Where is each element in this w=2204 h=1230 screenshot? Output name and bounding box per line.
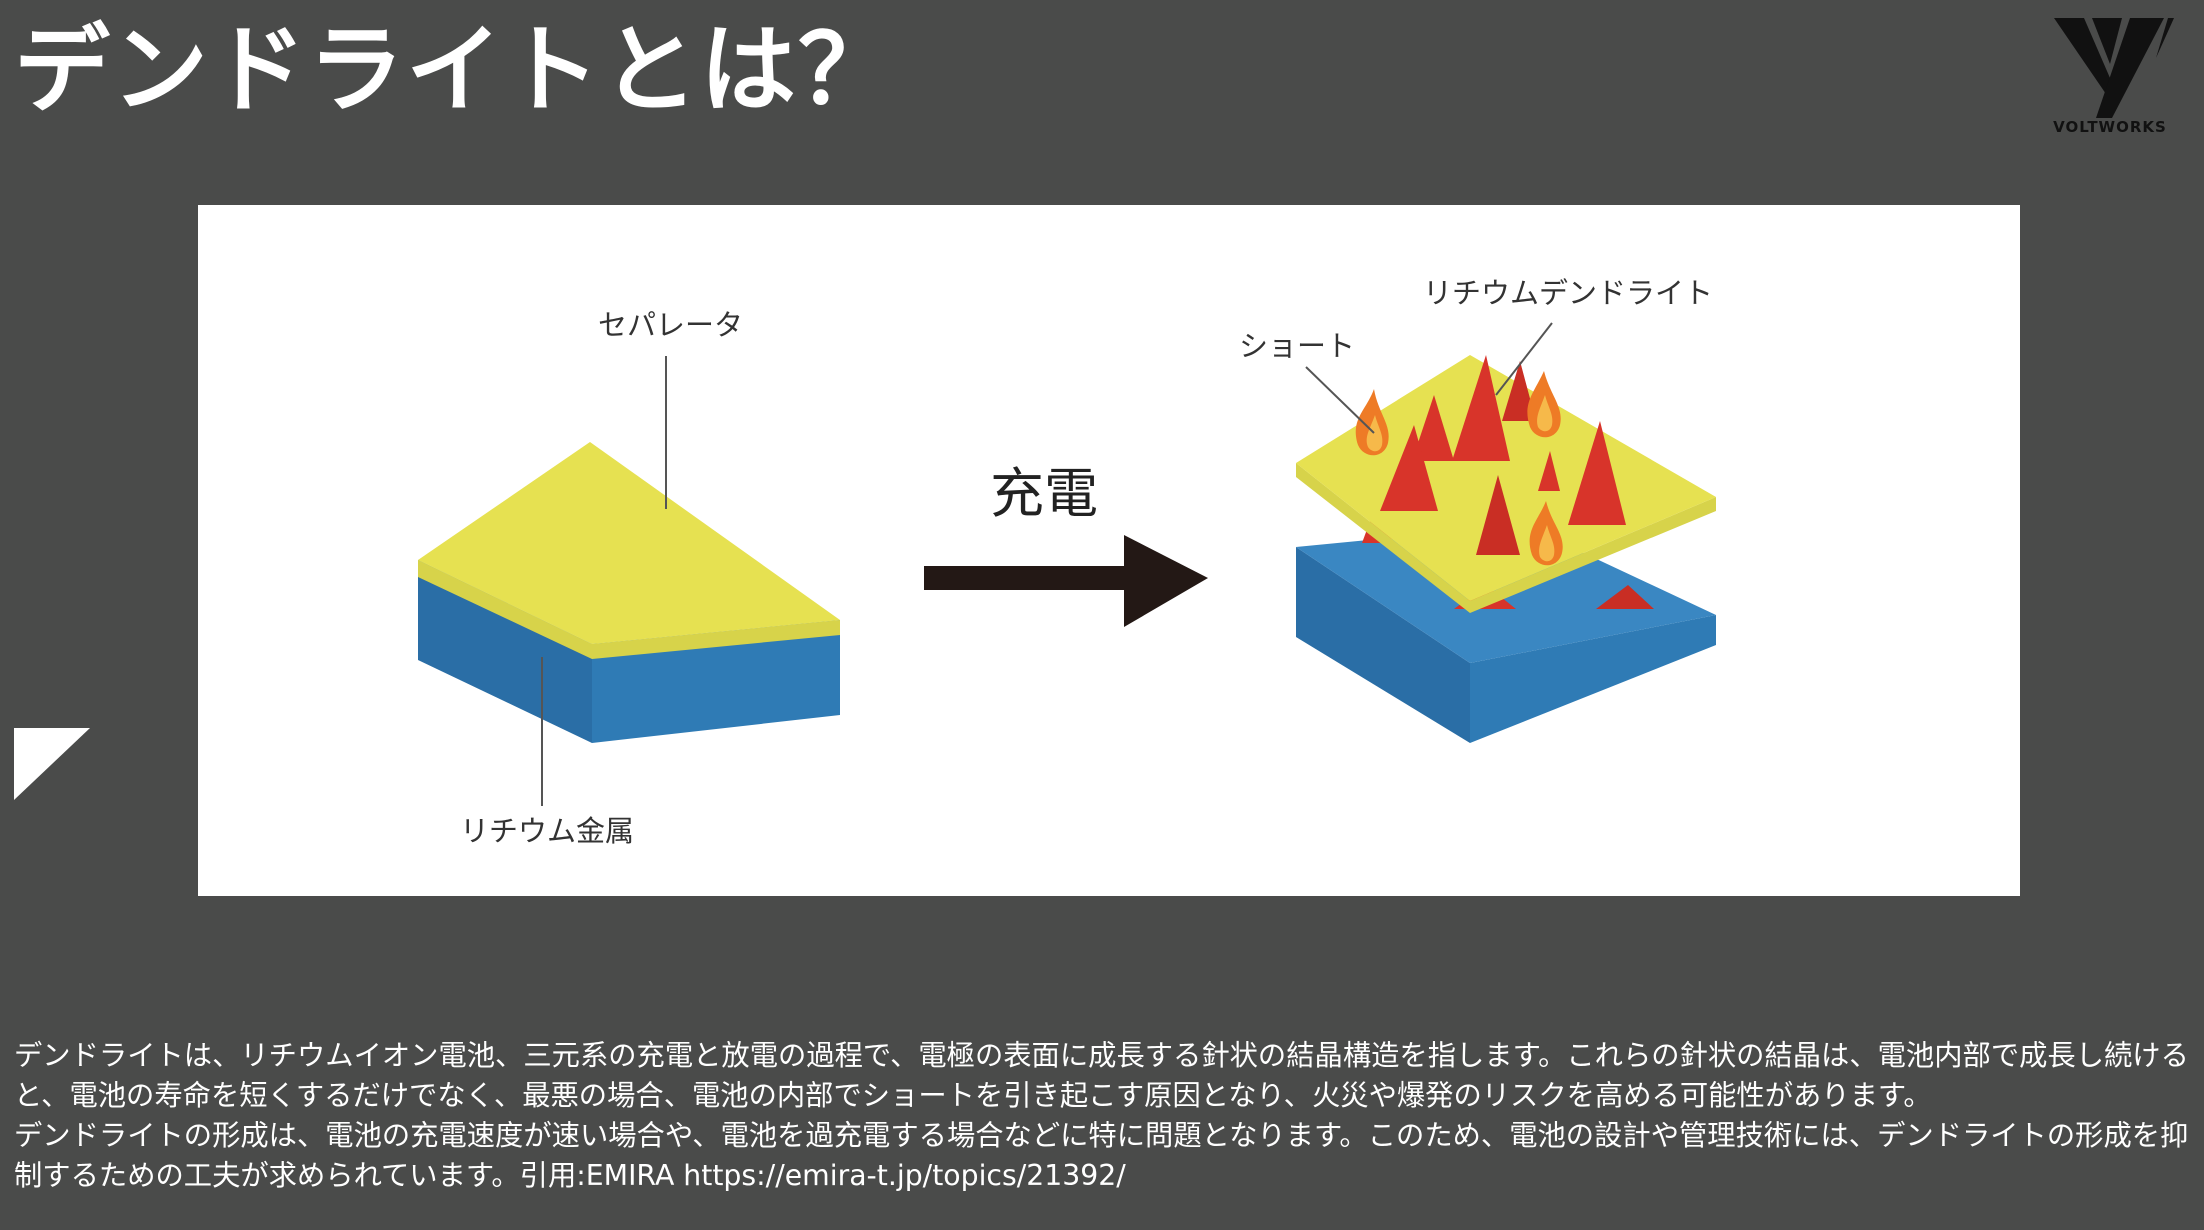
dendrite-diagram: セパレータ リチウム金属 充電 ショート リチウムデンドライト xyxy=(198,205,2020,896)
description-text: デンドライトは、リチウムイオン電池、三元系の充電と放電の過程で、電極の表面に成長… xyxy=(14,1036,2192,1196)
right-battery-stack xyxy=(1296,322,1716,743)
logo-wordmark: VOLTWORKS xyxy=(2053,118,2167,136)
dendrite-diagram-graphic xyxy=(418,322,1716,806)
separator-label: セパレータ xyxy=(598,308,744,342)
dendrite-spikes-upper xyxy=(1380,355,1626,555)
charge-arrow xyxy=(924,535,1208,627)
slide-title: デンドライトとは？ xyxy=(14,14,896,126)
lithium-metal-label: リチウム金属 xyxy=(460,814,635,848)
lithium-dendrite-label: リチウムデンドライト xyxy=(1423,276,1714,310)
description-paragraph-1: デンドライトは、リチウムイオン電池、三元系の充電と放電の過程で、電極の表面に成長… xyxy=(14,1039,2189,1112)
left-battery-stack xyxy=(418,356,840,806)
charge-label: 充電 xyxy=(990,462,1098,525)
voltworks-logo-mark-icon xyxy=(2054,18,2174,118)
corner-triangle-icon xyxy=(14,728,90,804)
description-paragraph-2: デンドライトの形成は、電池の充電速度が速い場合や、電池を過充電する場合などに特に… xyxy=(14,1119,2189,1192)
short-label: ショート xyxy=(1239,329,1356,363)
voltworks-logo: VOLTWORKS xyxy=(2030,14,2190,144)
flame-icons xyxy=(1355,371,1563,566)
